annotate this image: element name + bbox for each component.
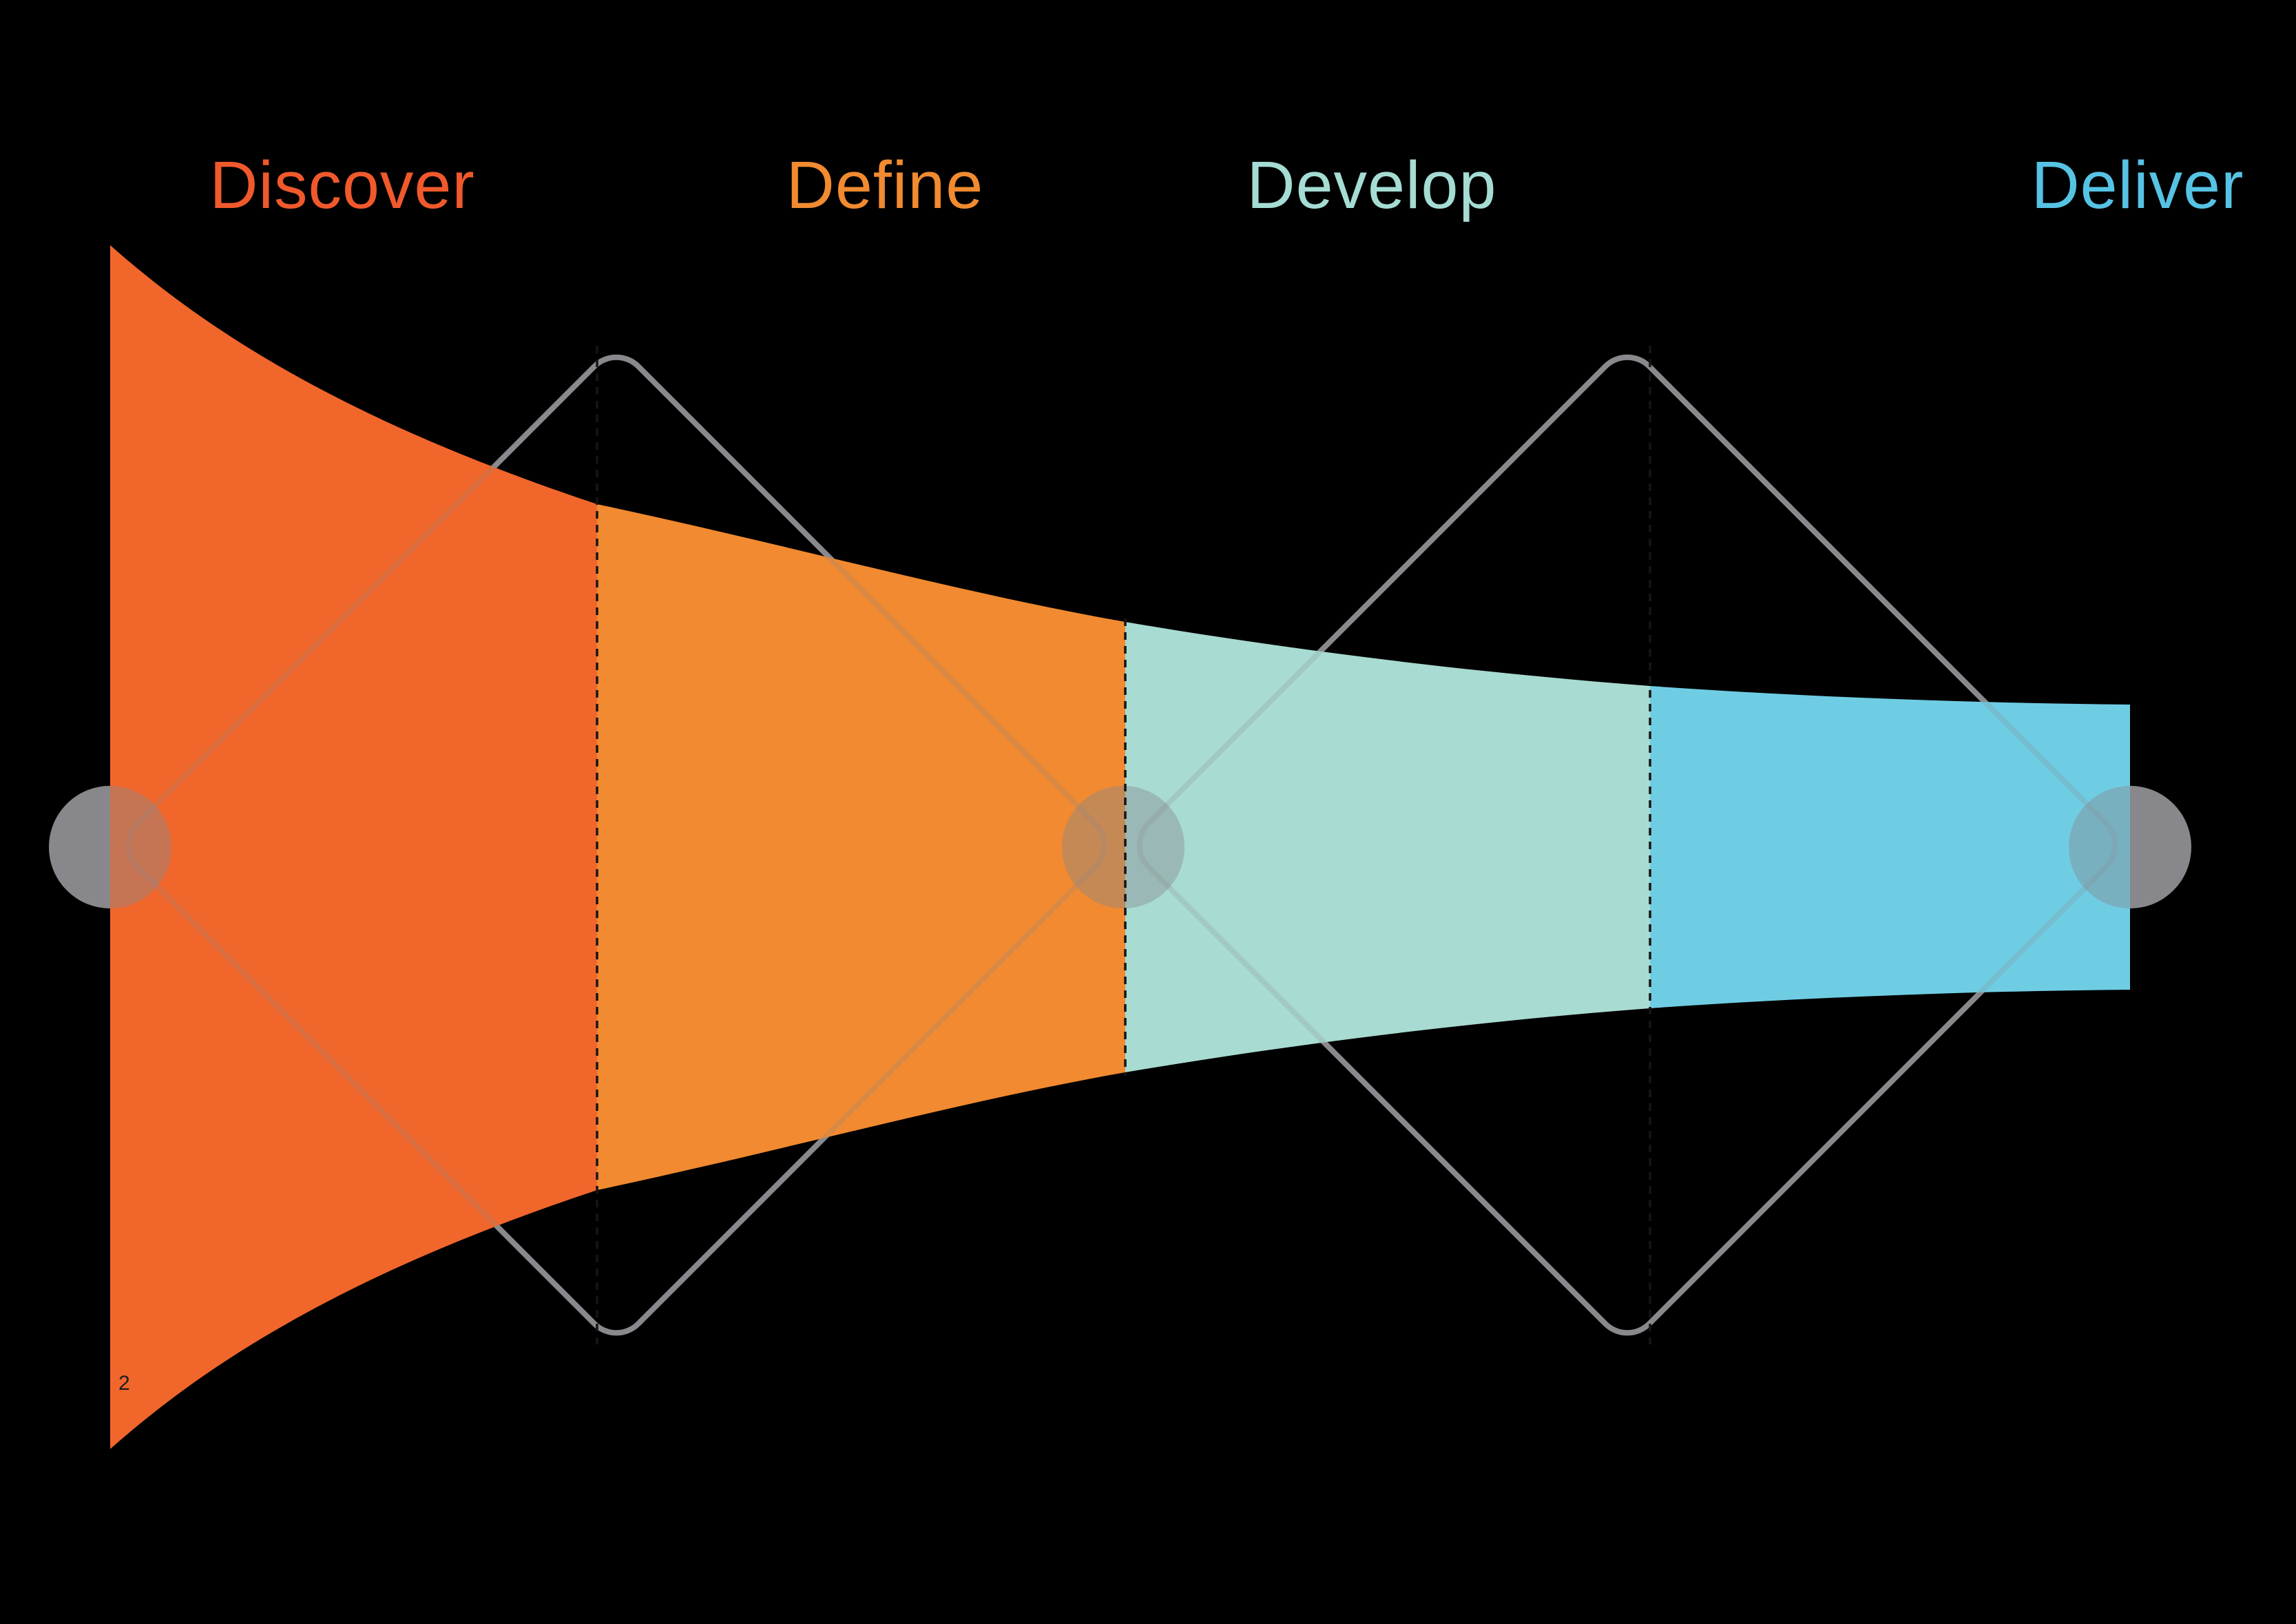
- diamond-outline-second: [1136, 354, 2118, 1336]
- phase-label-define: Define: [786, 147, 983, 222]
- phase-label-deliver: Deliver: [2032, 147, 2244, 222]
- start-node-circle-overlay: [49, 786, 171, 908]
- diamond-outline-second-overlay: [1136, 354, 2118, 1336]
- phase-label-develop: Develop: [1247, 147, 1497, 222]
- diamond-outlines-over-layer: [49, 354, 2191, 1336]
- phase-labels: Discover Define Develop Deliver: [209, 147, 2244, 222]
- end-node-circle-overlay: [2069, 786, 2191, 908]
- diamond-outline-first-overlay: [125, 354, 1107, 1336]
- middle-node-circle-overlay: [1062, 786, 1184, 908]
- phase-label-discover: Discover: [209, 147, 474, 222]
- page-number: 2: [118, 1372, 130, 1395]
- phase-dividers: [596, 346, 1651, 1344]
